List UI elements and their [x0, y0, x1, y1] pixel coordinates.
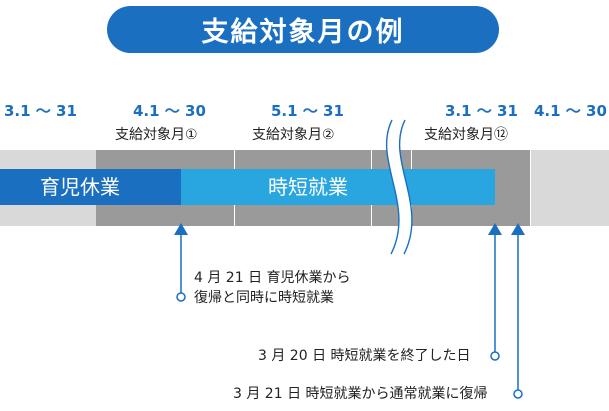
arrow-head-end: [488, 223, 502, 235]
page-title: 支給対象月の例: [201, 17, 405, 48]
bar-childcare-leave: [0, 169, 181, 205]
arrow-head-return: [174, 223, 188, 235]
month-sublabel-2: 支給対象月②: [252, 127, 335, 143]
note-return-line-2: 復帰と同時に時短就業: [194, 290, 334, 306]
break-line-left: [386, 119, 400, 255]
month-sublabel-3: 支給対象月⑫: [424, 127, 508, 143]
month-range-1: 3.1 ～ 31: [4, 102, 77, 120]
month-range-4: 3.1 ～ 31: [445, 102, 518, 120]
break-line-right: [399, 119, 413, 255]
arrow-dot-normal: [513, 389, 523, 399]
bar-short-hours: [181, 169, 495, 205]
bar-label-childcare-leave: 育児休業: [40, 175, 120, 199]
bar-label-short-hours: 時短就業: [268, 175, 348, 199]
title-banner: 支給対象月の例: [107, 6, 499, 53]
month-sublabel-1: 支給対象月①: [115, 127, 198, 143]
band-next-month: [531, 150, 609, 226]
note-end-short-hours: 3 月 20 日 時短就業を終了した日: [258, 348, 471, 364]
arrow-dot-end: [490, 351, 500, 361]
note-return-normal: 3 月 21 日 時短就業から通常就業に復帰: [233, 386, 488, 402]
note-return-line-1: 4 月 21 日 育児休業から: [194, 270, 351, 286]
break-gap: [386, 120, 412, 254]
arrow-head-normal: [511, 223, 525, 235]
month-range-3: 5.1 ～ 31: [271, 102, 344, 120]
arrow-dot-return: [176, 292, 186, 302]
month-range-2: 4.1 ～ 30: [133, 102, 206, 120]
month-range-5: 4.1 ～ 30: [534, 102, 607, 120]
